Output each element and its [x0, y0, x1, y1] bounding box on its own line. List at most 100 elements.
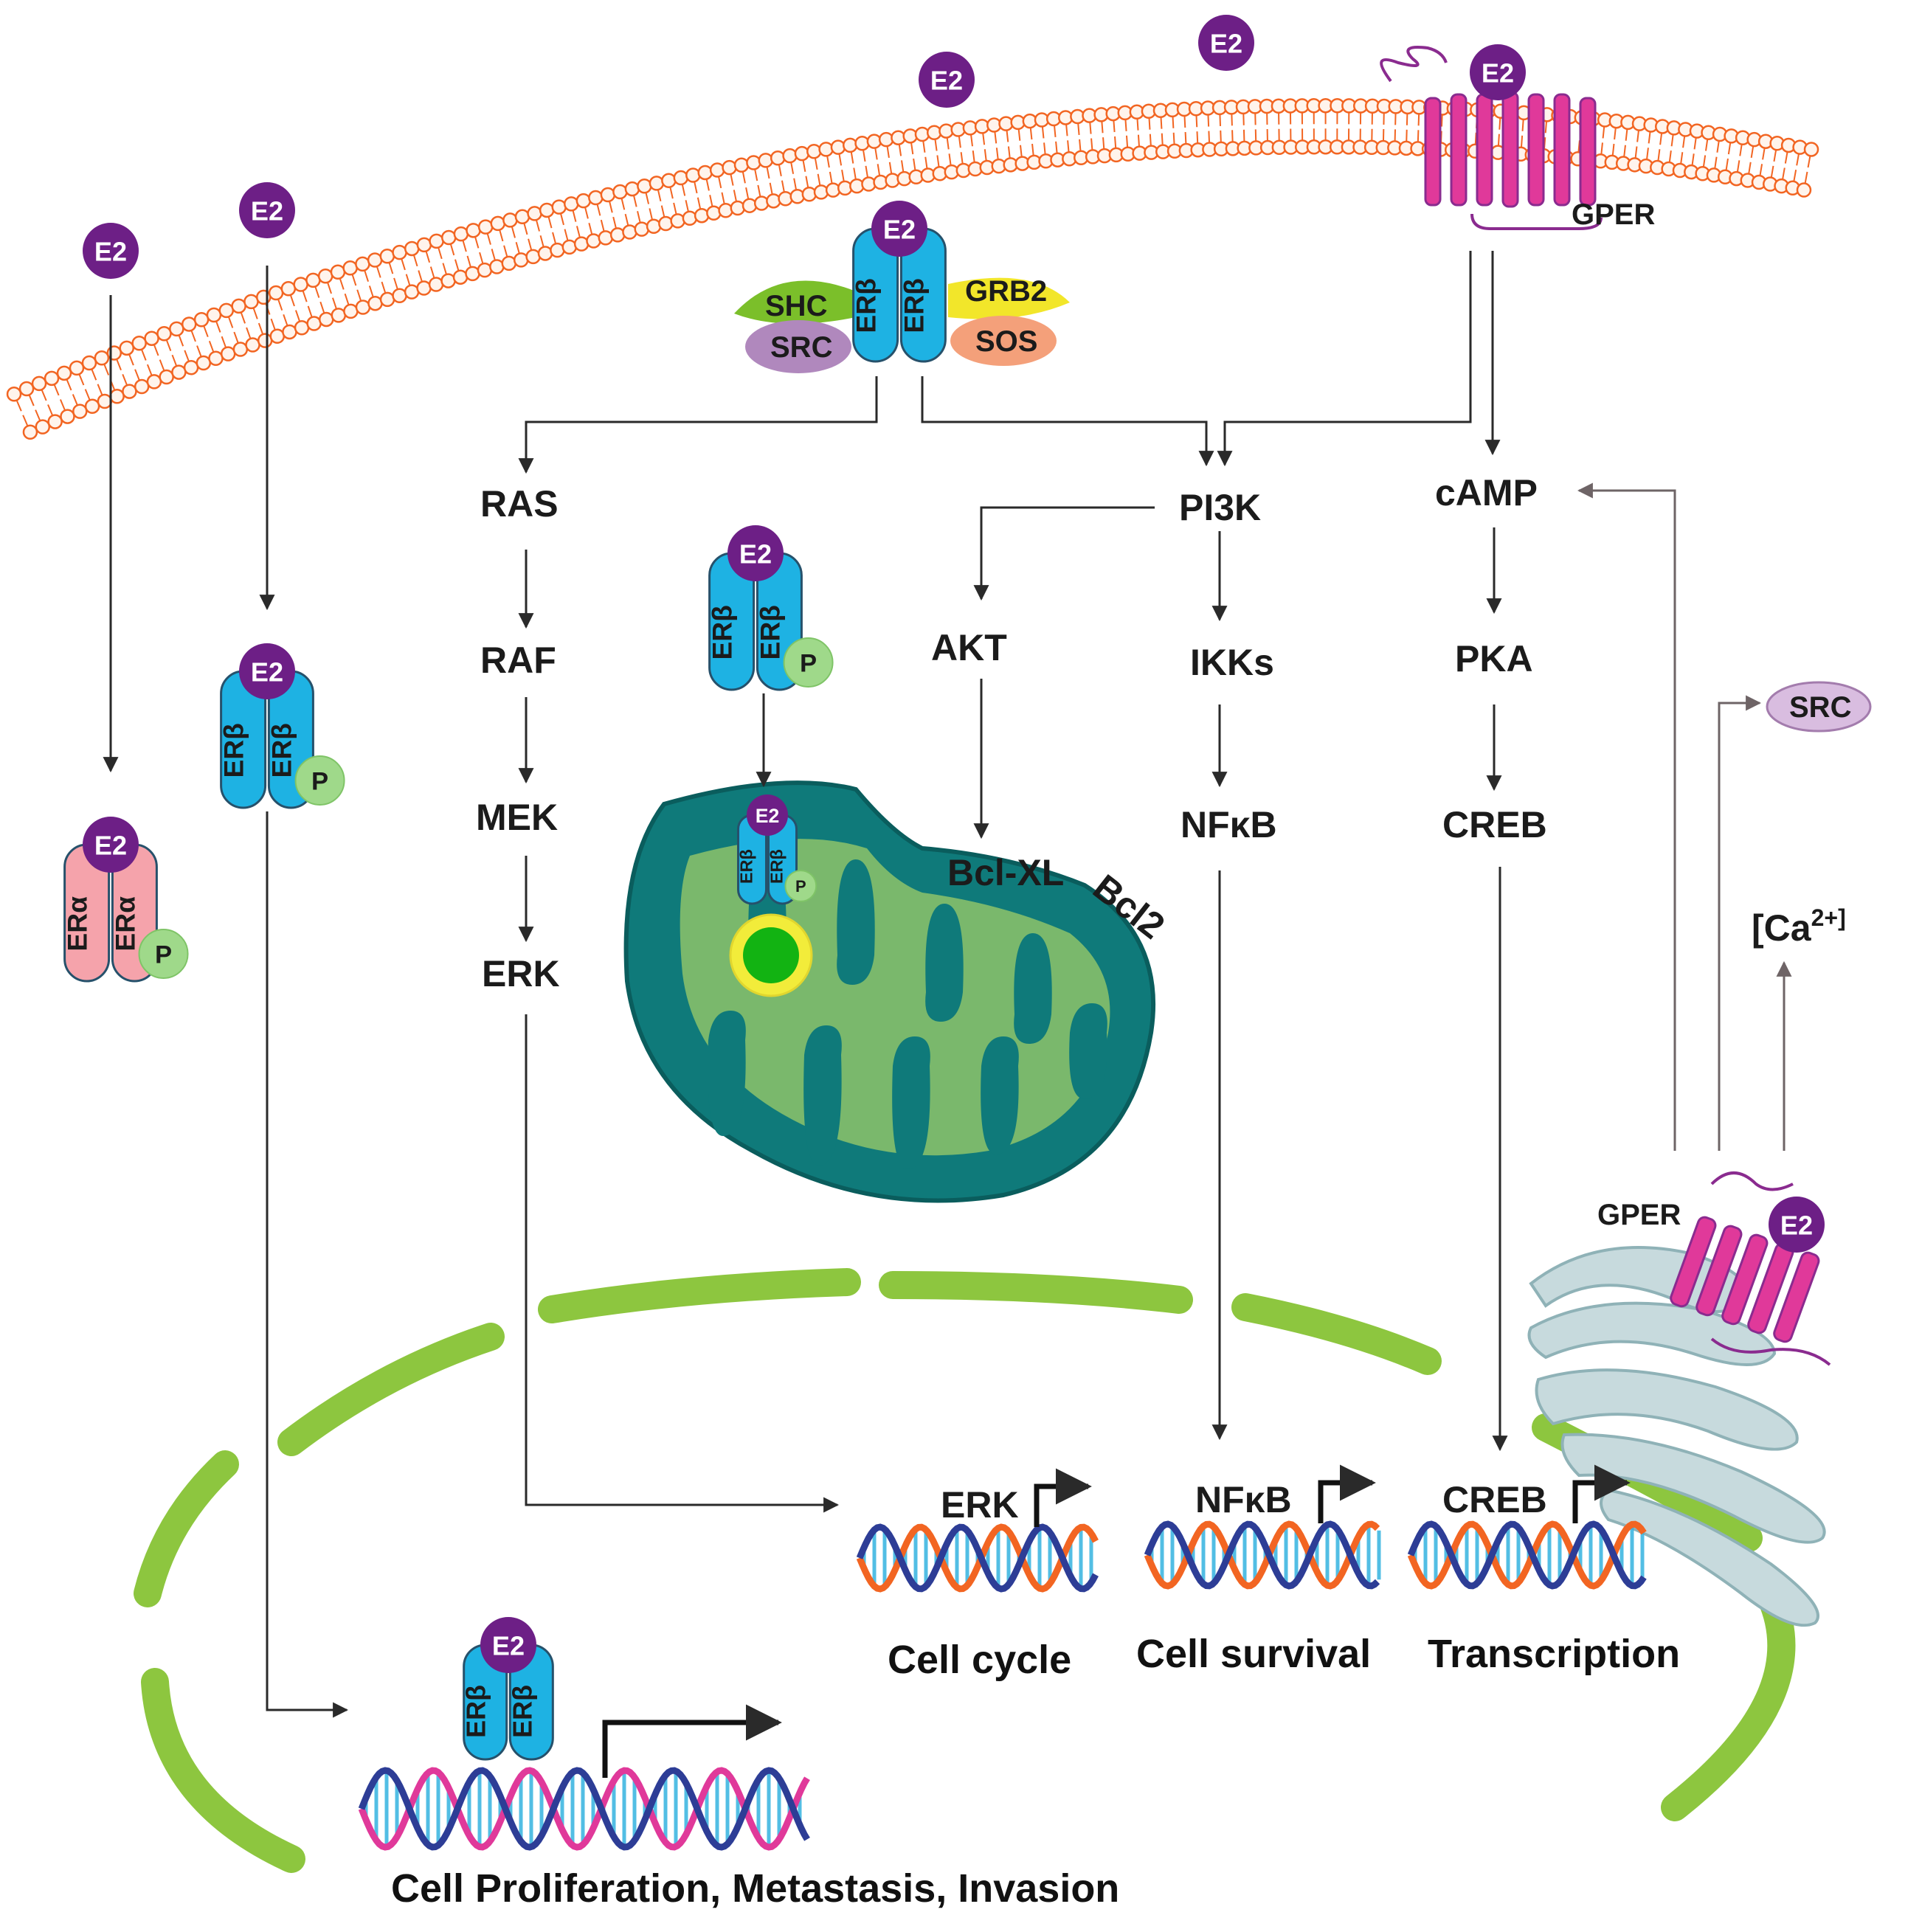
nfkb-label: NFκB [1180, 804, 1277, 845]
e2-label: E2 [251, 657, 283, 688]
lipid-tail [814, 157, 821, 186]
lipid-tail [982, 133, 987, 162]
mitochondrion [623, 780, 1155, 1203]
lipid-tail [766, 166, 773, 195]
lipid-head [551, 199, 567, 215]
lipid-tail [1101, 121, 1105, 150]
lipid-tail [1053, 125, 1058, 153]
src-label: SRC [770, 331, 832, 364]
lipid-tail [1782, 151, 1788, 180]
lipid-head [318, 311, 334, 328]
e2-molecule: E2 [747, 794, 788, 836]
lipid-head [694, 207, 710, 224]
lipid-tail [1183, 115, 1187, 145]
receptor-label: ERβ [754, 605, 785, 659]
e2-label: E2 [930, 66, 963, 96]
lipid-head [257, 333, 273, 348]
mek-label: MEK [476, 797, 558, 838]
lipid-head [171, 364, 187, 380]
lipid-head [718, 203, 733, 218]
e2-label: E2 [883, 215, 916, 245]
e2-circle [239, 643, 295, 699]
lipid-tail [1136, 118, 1140, 147]
lipid-head [268, 285, 284, 301]
e2-label: E2 [756, 805, 780, 827]
e2-circle [83, 817, 139, 873]
lipid-tail [718, 176, 725, 204]
dna-helix-proliferation [358, 1767, 810, 1851]
erk-label: ERK [482, 953, 560, 994]
nuclear-envelope [134, 1268, 1796, 1873]
lipid-head [502, 212, 518, 228]
phosphate-label: P [155, 941, 172, 969]
creb-label: CREB [1442, 804, 1547, 845]
lipid-head [709, 162, 725, 178]
lipid-tail [1231, 114, 1234, 142]
lipid-head [342, 260, 358, 276]
bcl-xl-label: Bcl-XL [947, 852, 1064, 893]
lipid-head [770, 150, 786, 166]
lipid-tail [327, 282, 337, 310]
lipid-head [22, 424, 38, 440]
lipid-head [122, 384, 137, 399]
receptor-label: ERβ [507, 1685, 537, 1738]
lipid-tail [778, 164, 785, 193]
lipid-head [514, 209, 530, 225]
plasma-membrane [6, 97, 1819, 440]
lipid-tail [449, 243, 460, 271]
lipid-tail [1089, 122, 1093, 150]
lipid-tail [462, 240, 471, 268]
lipid-tail [1160, 117, 1164, 145]
lipid-head [782, 148, 798, 164]
lipid-head [598, 230, 614, 246]
lipid-tail [91, 369, 103, 395]
adaptor-shc: SHC [734, 280, 856, 324]
lipid-head [428, 277, 444, 292]
lipid-head [367, 295, 383, 311]
lipid-head [452, 269, 469, 285]
lipid-tail [730, 173, 737, 202]
e2-circle [1470, 44, 1526, 100]
lipid-tail [523, 223, 533, 251]
lipid-tail [802, 159, 809, 188]
lipid-head [588, 190, 604, 206]
lipid-head [392, 244, 407, 260]
phosphate-label: P [800, 650, 817, 678]
lipid-tail [277, 299, 288, 326]
e2-circle [871, 201, 927, 257]
gper-membrane-label: GPER [1572, 198, 1655, 231]
mito-localisation-core [743, 927, 799, 983]
lipid-head [634, 221, 650, 237]
lipid-head [818, 142, 834, 157]
phosphate-group [784, 870, 817, 902]
lipid-head [146, 374, 162, 389]
lipid-tail [1124, 119, 1129, 148]
lipid-tail [1600, 126, 1605, 155]
lipid-head [181, 316, 197, 332]
lipid-tail [190, 330, 202, 357]
dna-strand [856, 1523, 1099, 1593]
lipid-tail [339, 277, 350, 305]
pi3k-label: PI3K [1179, 487, 1261, 528]
lipid-tail [1804, 156, 1811, 184]
e2-molecule: E2 [239, 643, 295, 699]
lipid-tail [584, 207, 593, 235]
lipid-head [753, 195, 770, 211]
lipid-tail [994, 131, 999, 160]
lipid-tail [1646, 131, 1651, 160]
lipid-head [282, 324, 297, 340]
lipid-tail [1725, 142, 1732, 170]
e2-circle [83, 223, 139, 279]
e2-label: E2 [492, 1631, 525, 1661]
lipid-head [742, 198, 758, 213]
lipid-head [256, 289, 272, 305]
lipid-tail [886, 145, 893, 174]
gper-er-receptor: GPER [1597, 1171, 1831, 1366]
lipid-head [245, 337, 260, 353]
lipid-head [355, 256, 370, 272]
lipid-head [646, 218, 662, 235]
lipid-tail [898, 144, 905, 173]
dna-strand [1407, 1520, 1647, 1590]
